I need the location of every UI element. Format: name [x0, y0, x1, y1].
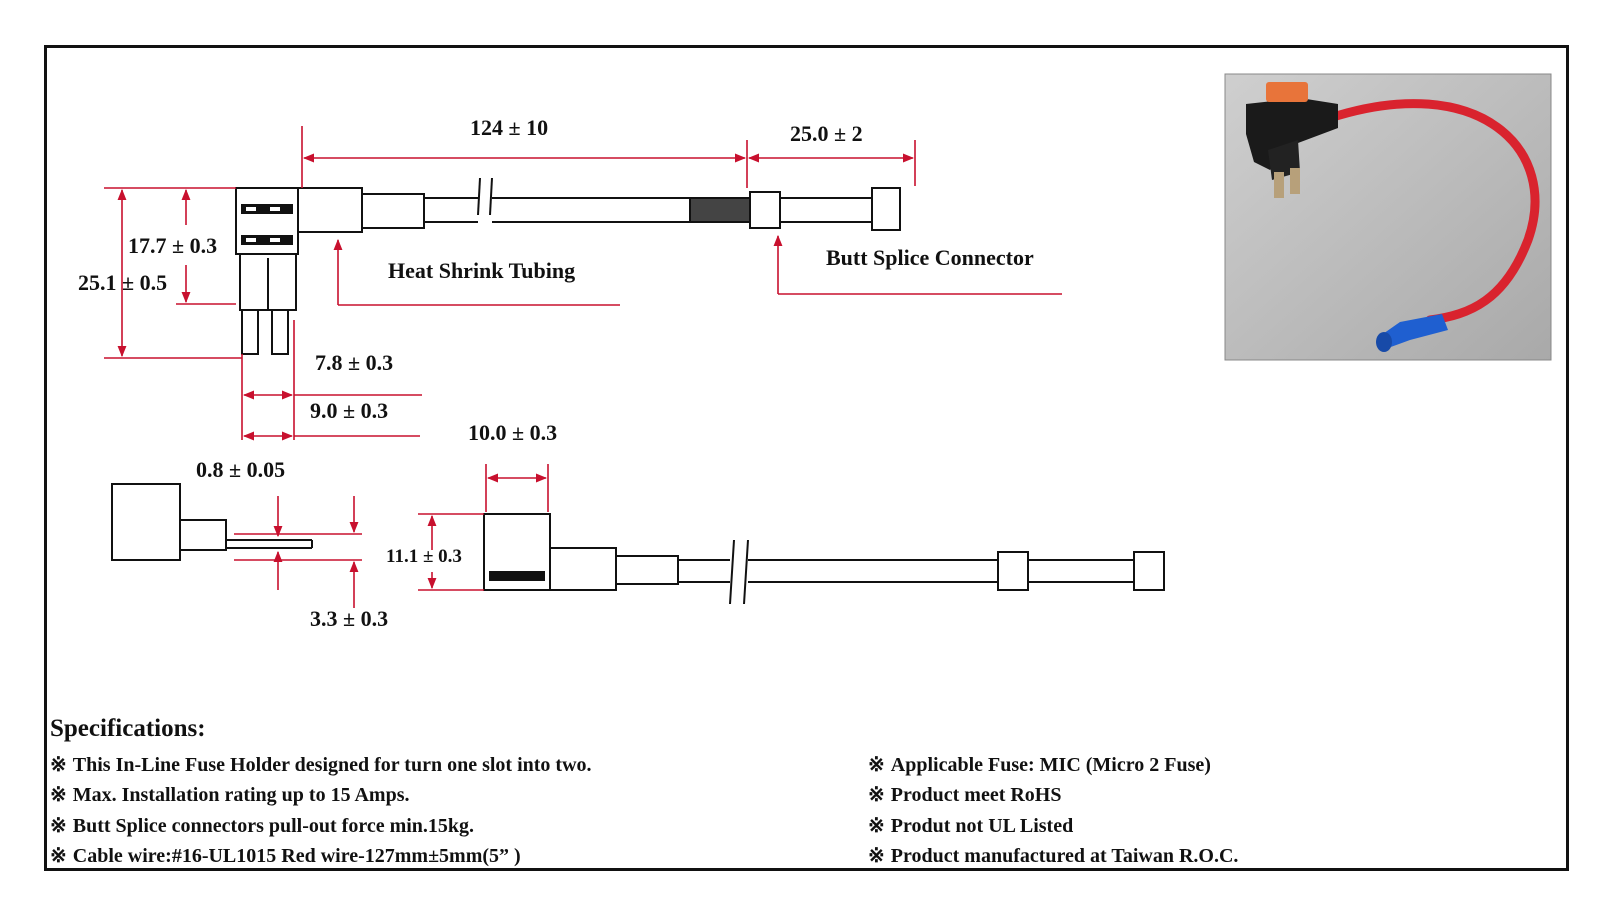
bottom-view: [483, 513, 1165, 605]
spec-right-1: ※Applicable Fuse: MIC (Micro 2 Fuse): [868, 752, 1211, 777]
spec-left-2: ※Max. Installation rating up to 15 Amps.: [50, 782, 409, 807]
bullet-mark: ※: [868, 784, 885, 806]
bullet-mark: ※: [50, 815, 67, 837]
bullet-mark: ※: [868, 845, 885, 867]
label-heat-shrink: Heat Shrink Tubing: [388, 258, 575, 283]
dim-length: 124 ± 10: [470, 115, 548, 140]
spec-text: Applicable Fuse: MIC (Micro 2 Fuse): [890, 754, 1211, 776]
dim-connector-length: 25.0 ± 2: [790, 121, 863, 146]
diagram-frame: [44, 45, 1569, 871]
spec-text: Butt Splice connectors pull-out force mi…: [72, 815, 475, 837]
dim-blade-offset: 3.3 ± 0.3: [310, 606, 388, 631]
dim-blade-span: 9.0 ± 0.3: [310, 398, 388, 423]
blade-left: [241, 309, 259, 355]
spec-text: Produt not UL Listed: [890, 815, 1074, 837]
bullet-mark: ※: [50, 845, 67, 867]
dim-body-height: 17.7 ± 0.3: [128, 233, 217, 258]
spec-left-3: ※Butt Splice connectors pull-out force m…: [50, 813, 474, 838]
bottom-dimension-lines: [418, 464, 549, 591]
spec-left-1: ※This In-Line Fuse Holder designed for t…: [50, 752, 592, 777]
spec-text: This In-Line Fuse Holder designed for tu…: [72, 754, 592, 776]
dim-side-height: 11.1 ± 0.3: [386, 546, 462, 567]
spec-text: Product meet RoHS: [890, 784, 1062, 806]
bullet-mark: ※: [868, 815, 885, 837]
specs-title: Specifications:: [50, 715, 206, 742]
spec-right-2: ※Product meet RoHS: [868, 782, 1061, 807]
side-dimension-lines: [234, 496, 362, 608]
dim-top-width: 10.0 ± 0.3: [468, 420, 557, 445]
spec-right-3: ※Produt not UL Listed: [868, 813, 1073, 838]
dim-blade-width: 7.8 ± 0.3: [315, 350, 393, 375]
side-view: [111, 483, 313, 561]
spec-text: Product manufactured at Taiwan R.O.C.: [890, 845, 1239, 867]
blade-right: [271, 309, 289, 355]
dim-blade-thickness: 0.8 ± 0.05: [196, 457, 285, 482]
dim-total-height: 25.1 ± 0.5: [78, 270, 167, 295]
label-butt-splice: Butt Splice Connector: [826, 245, 1034, 270]
spec-text: Max. Installation rating up to 15 Amps.: [72, 784, 410, 806]
bullet-mark: ※: [868, 754, 885, 776]
butt-splice-hatched: [689, 197, 751, 223]
top-dimension-lines: [104, 126, 1062, 441]
top-view: [235, 177, 901, 355]
spec-text: Cable wire:#16-UL1015 Red wire-127mm±5mm…: [72, 845, 521, 867]
heat-shrink: [297, 187, 363, 233]
product-photo: [1224, 73, 1552, 361]
spec-right-4: ※Product manufactured at Taiwan R.O.C.: [868, 843, 1238, 868]
bullet-mark: ※: [50, 754, 67, 776]
spec-left-4: ※Cable wire:#16-UL1015 Red wire-127mm±5m…: [50, 843, 521, 868]
bullet-mark: ※: [50, 784, 67, 806]
